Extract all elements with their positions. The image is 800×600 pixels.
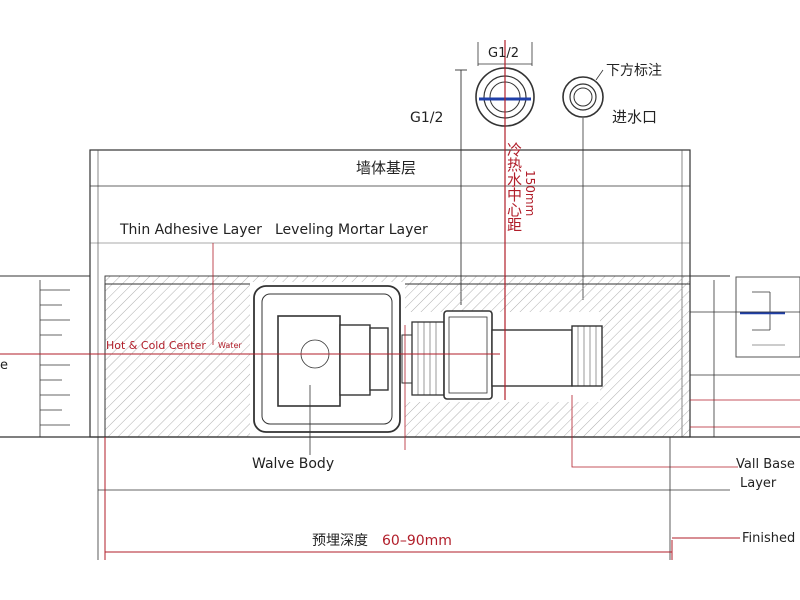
g12-left-label: G1/2 (410, 110, 444, 126)
side-detail-thumbnail (735, 276, 800, 358)
finished-label: Finished (742, 531, 796, 546)
wall-base-label-zh: 墙体基层 (356, 159, 417, 177)
g12-left-dimension (455, 69, 467, 305)
g12-top-label: G1/2 (488, 46, 519, 61)
valve-body (253, 285, 401, 433)
thin-adhesive-label: Thin Adhesive Layer (120, 222, 262, 238)
below-note-label: 下方标注 (606, 63, 662, 79)
embed-depth-value: 60–90mm (382, 533, 452, 549)
inlet-top-view (562, 76, 604, 118)
valve-body-label: Walve Body (252, 456, 335, 472)
water-inlet-label: 进水口 (612, 108, 658, 126)
left-edge-label: e (0, 358, 8, 373)
wall-base-layer-label-1: Vall Base (736, 457, 795, 472)
right-dimension-lines (690, 280, 800, 437)
hot-cold-center-tail: Water (218, 341, 242, 350)
center-distance-label: 冷热水中心距 (505, 142, 523, 232)
center-distance-line (0, 40, 506, 400)
center-distance-value: 150mm (523, 170, 537, 217)
wall-base-layer-label-2: Layer (740, 476, 777, 491)
embed-depth-dimension (97, 437, 730, 560)
embed-depth-label: 预埋深度 (312, 533, 368, 549)
left-ruler (39, 280, 70, 437)
leveling-mortar-label: Leveling Mortar Layer (275, 222, 428, 238)
hot-cold-center-label: Hot & Cold Center (106, 339, 206, 352)
